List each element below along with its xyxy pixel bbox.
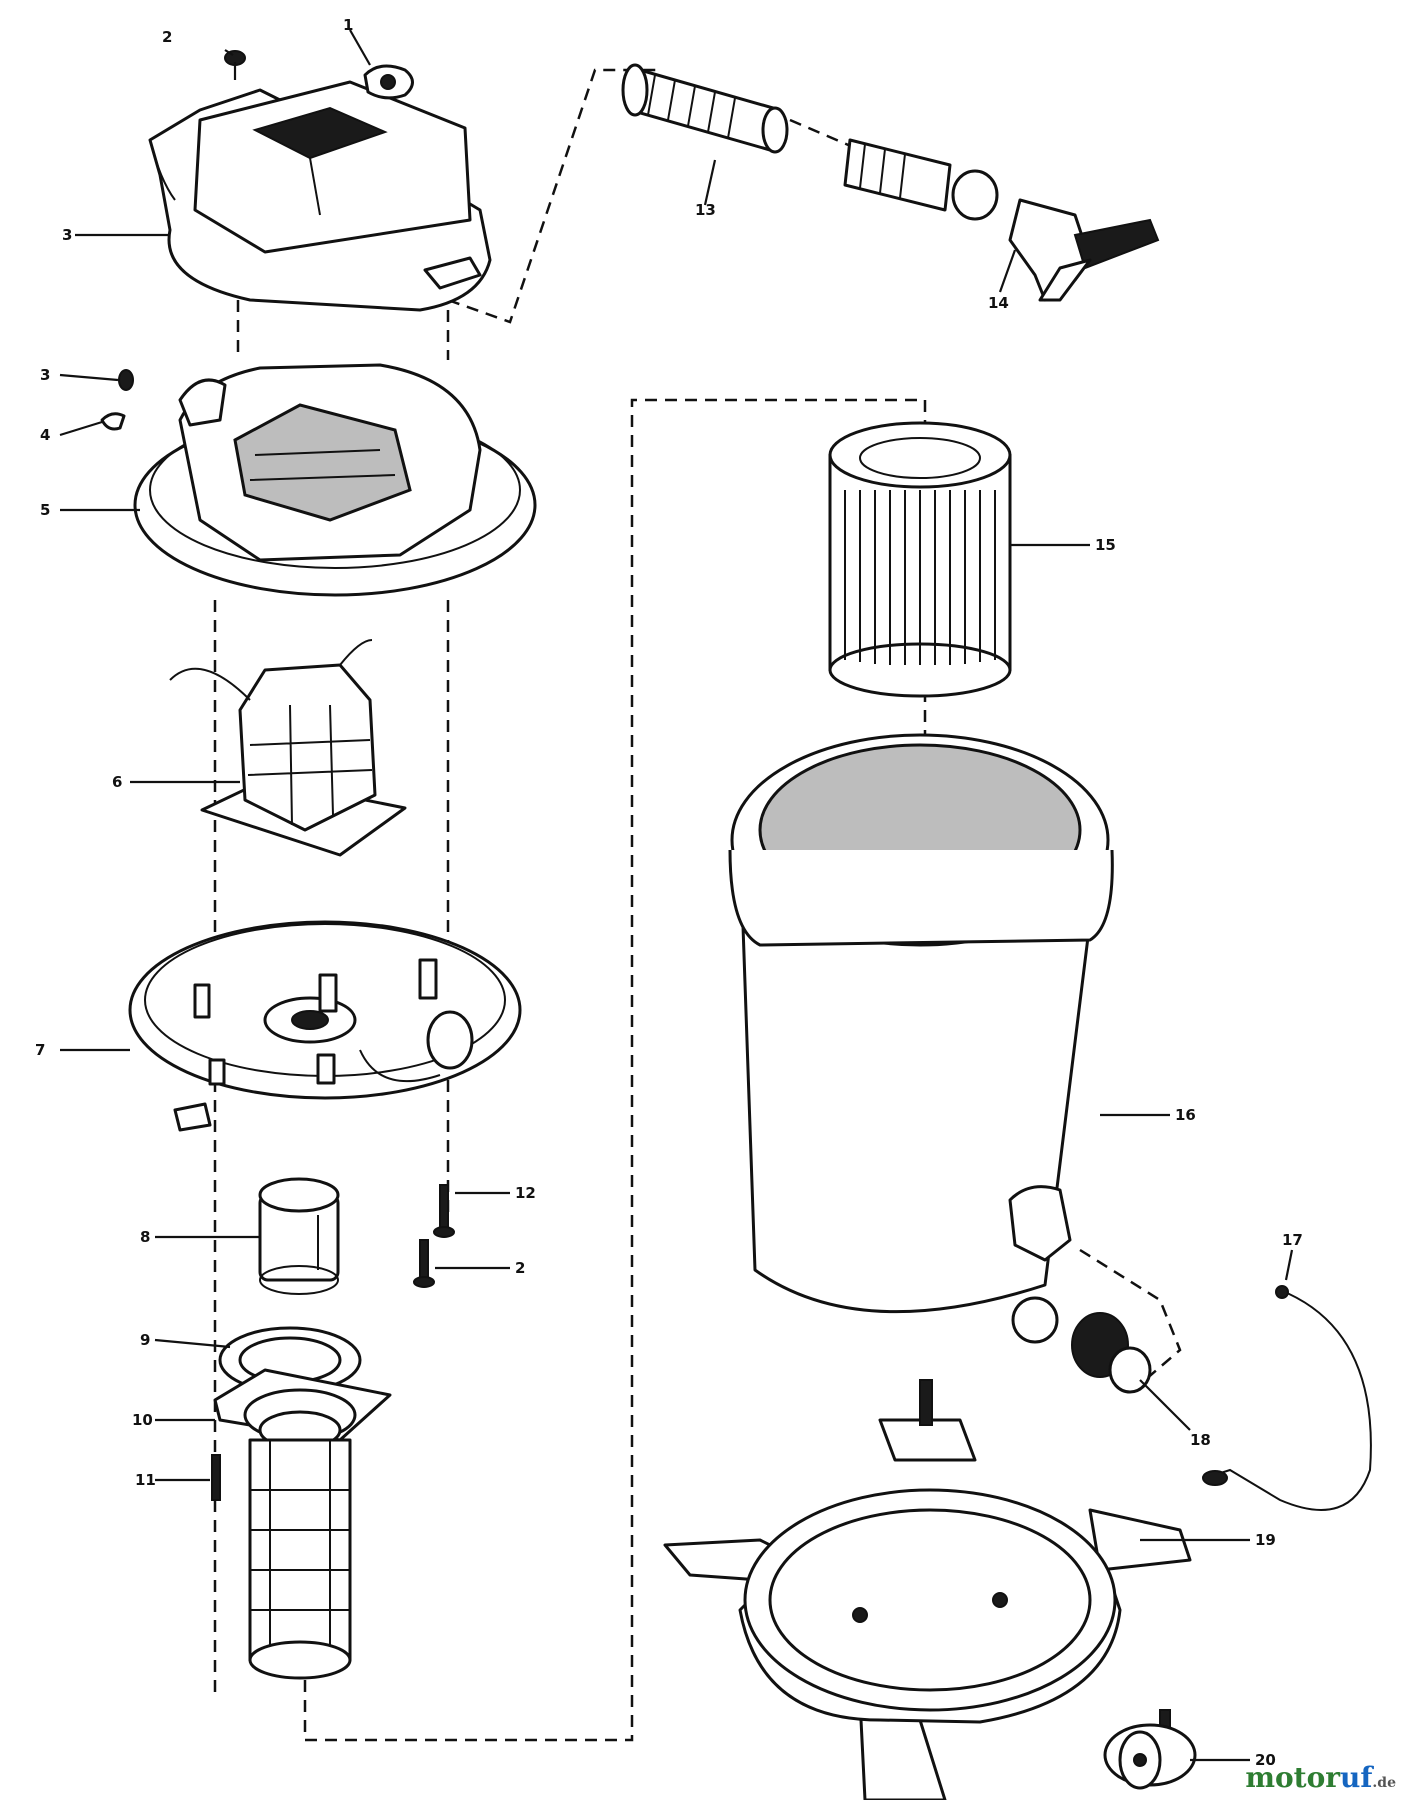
motor [169,639,407,857]
motor-base-plate [128,920,522,1132]
screw-top [224,50,246,80]
part-number-5: 5 [40,501,50,519]
part-number-10: 10 [132,1411,153,1429]
part-number-labels: 3 2 1 3 4 5 6 7 8 9 10 11 12 2 13 14 15 … [35,16,1303,1769]
watermark-part2: uf [1340,1761,1373,1794]
cylinder-spacer [258,1177,340,1295]
part-number-7: 7 [35,1041,45,1059]
cord [1202,1285,1372,1511]
cartridge-filter [828,421,1012,698]
part-number-8: 8 [140,1228,150,1246]
watermark-part3: .de [1372,1775,1396,1791]
part-number-3-small: 3 [40,366,50,384]
part-number-13: 13 [695,201,716,219]
caster-base [663,1379,1192,1800]
part-number-14: 14 [988,294,1009,312]
screws-12-2 [413,1184,455,1288]
small-parts-3-4 [100,369,134,431]
part-number-17: 17 [1282,1231,1303,1249]
leader-lines [59,29,1294,1762]
watermark-logo: motoruf.de [1245,1761,1396,1794]
part-number-9: 9 [140,1331,150,1349]
part-number-2-lower: 2 [515,1259,525,1277]
top-cover [148,80,492,312]
part-number-19: 19 [1255,1531,1276,1549]
part-number-1: 1 [343,16,353,34]
part-number-16: 16 [1175,1106,1196,1124]
part-number-18: 18 [1190,1431,1211,1449]
part-number-12: 12 [515,1184,536,1202]
hose-and-nozzle [621,63,1160,302]
part-number-11: 11 [135,1471,156,1489]
motor-housing-lid [133,363,537,597]
hose-adapter [1071,1312,1152,1394]
part-number-15: 15 [1095,536,1116,554]
part-number-20: 20 [1255,1751,1276,1769]
watermark-part1: motor [1245,1761,1341,1794]
caster-wheel [1103,1709,1197,1790]
tank-drum [728,733,1114,1344]
switch-part [363,64,414,100]
part-number-6: 6 [112,773,122,791]
part-number-4: 4 [40,426,50,444]
part-number-2-top: 2 [162,28,172,46]
part-number-3: 3 [62,226,72,244]
seal-flange-cage [211,1326,392,1680]
